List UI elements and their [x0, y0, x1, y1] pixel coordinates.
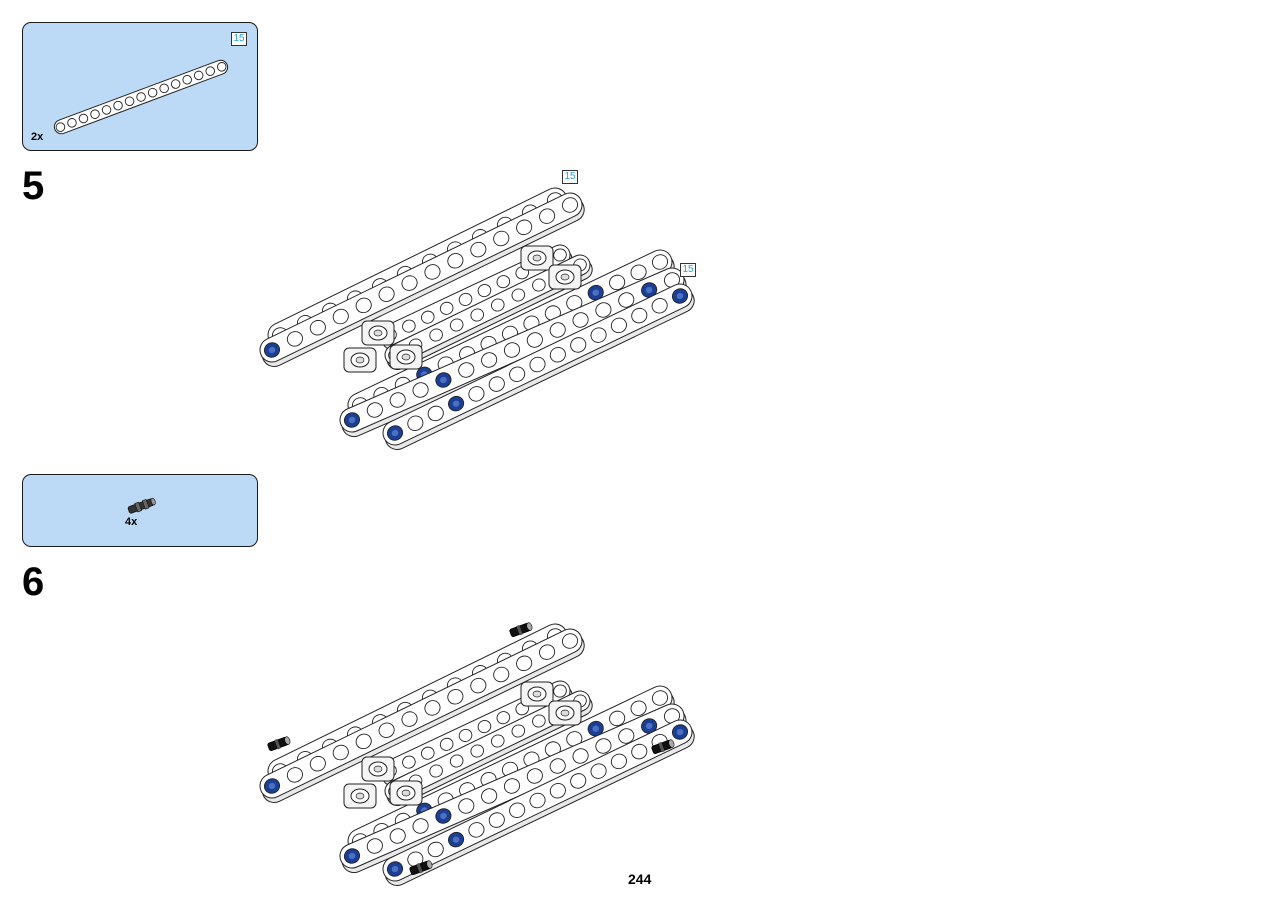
liftarm-beam-15-icon: [53, 59, 229, 135]
connector-pin-icon: [127, 497, 156, 514]
angle-connector: [389, 344, 423, 370]
angle-connector: [361, 756, 395, 782]
part-quantity: 4x: [125, 516, 138, 528]
angle-connector: [520, 681, 554, 707]
part-quantity: 2x: [31, 131, 44, 143]
liftarm-beam: [339, 703, 687, 874]
beam-length-label: 15: [562, 170, 578, 184]
angle-connector: [343, 347, 377, 373]
connector-pin: [267, 736, 291, 752]
step-number: 5: [22, 164, 45, 208]
angle-connector: [361, 320, 395, 346]
liftarm-beam: [259, 192, 585, 367]
page-number: 244: [628, 871, 652, 887]
liftarm-beam: [339, 267, 687, 438]
connector-pin: [409, 860, 433, 876]
parts-callout-step-5: 15 2x: [22, 22, 258, 151]
liftarm-beam: [382, 283, 695, 451]
step-number: 6: [22, 560, 45, 604]
angle-connector: [548, 264, 582, 290]
angle-connector: [548, 700, 582, 726]
liftarm-beam: [382, 719, 695, 887]
connector-pin: [651, 739, 675, 755]
parts-callout-step-6: 4x: [22, 474, 258, 547]
angle-connector: [343, 783, 377, 809]
connector-pin: [509, 622, 533, 638]
beam-length-label: 15: [680, 263, 696, 277]
angle-connector: [520, 245, 554, 271]
liftarm-beam: [259, 628, 585, 803]
angle-connector: [389, 780, 423, 806]
beam-length-label: 15: [231, 32, 247, 46]
liftarm-beam: [379, 680, 573, 787]
